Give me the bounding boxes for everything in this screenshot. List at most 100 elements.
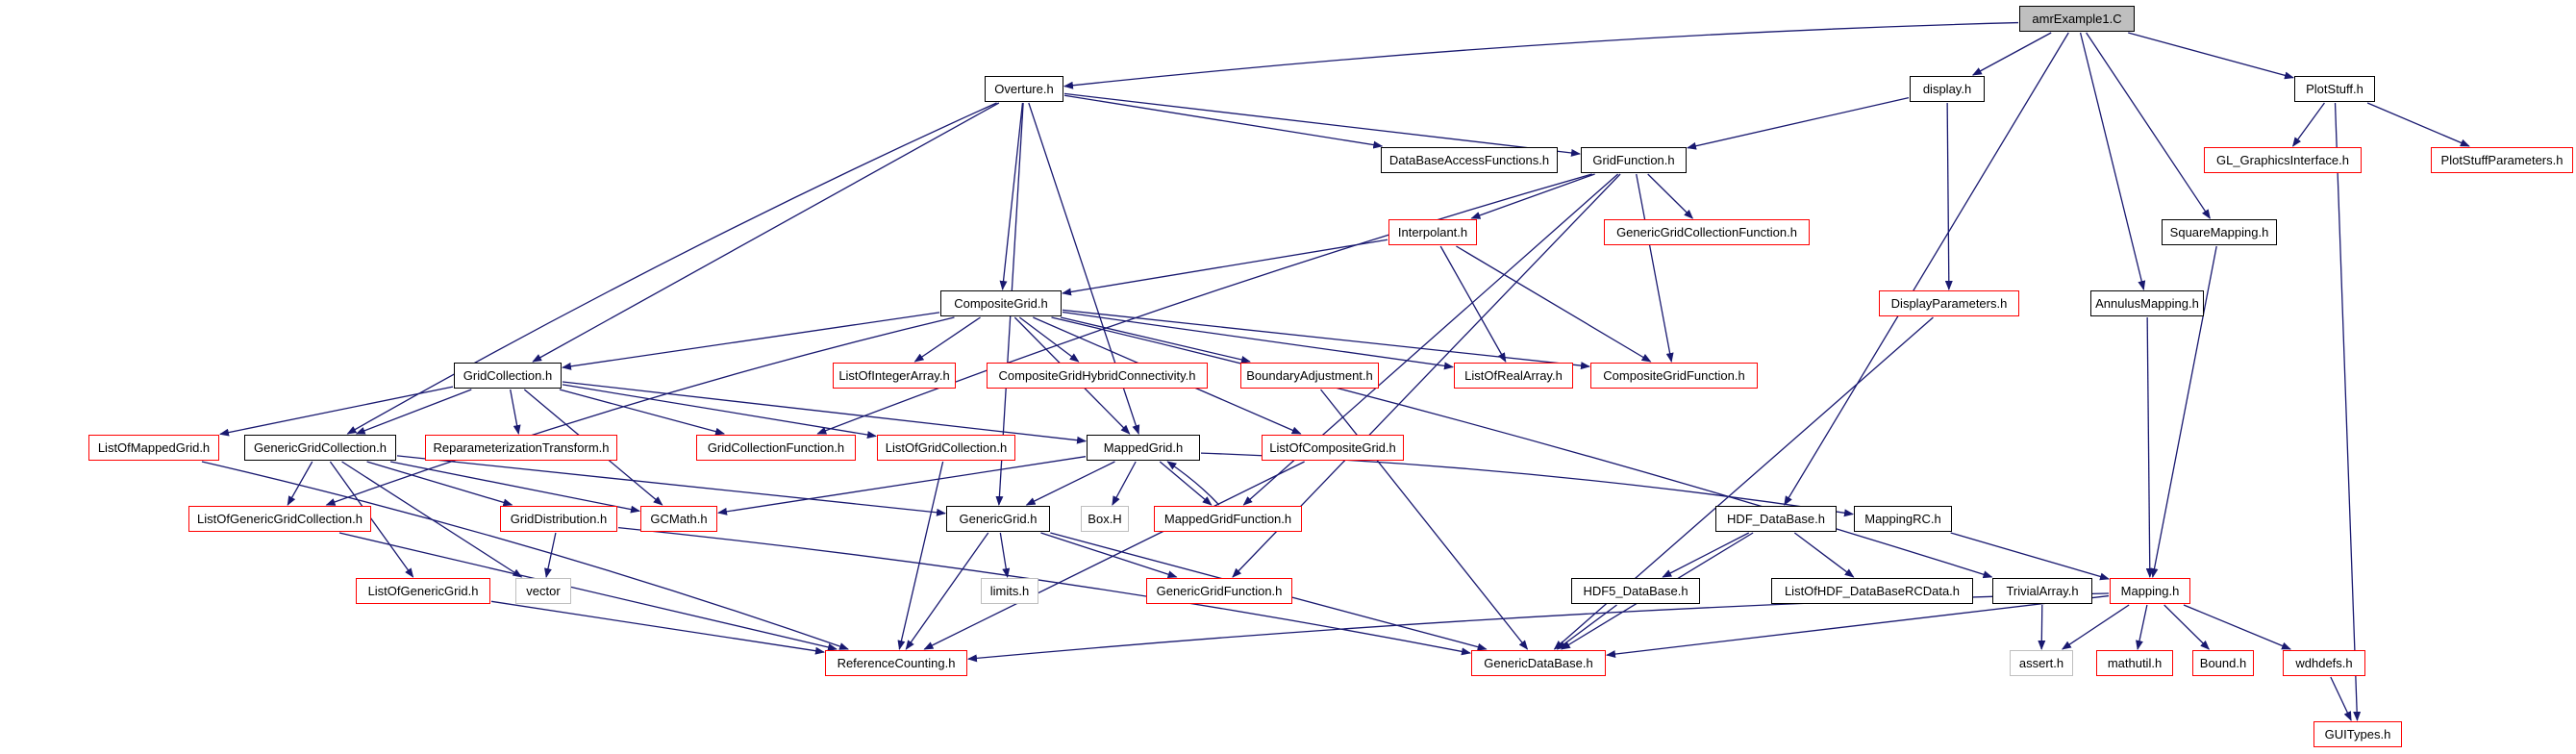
edge-gridfunction-to-ggcollfunc [1647, 173, 1694, 219]
edge-overture-to-dbaccess [1063, 94, 1384, 149]
node-boxh: Box.H [1081, 506, 1129, 532]
node-interpolant[interactable]: Interpolant.h [1388, 219, 1477, 245]
edge-plotstuff-to-guitypes [2334, 102, 2362, 721]
edge-hdf5db-to-gdb [1556, 604, 1617, 650]
node-mapping[interactable]: Mapping.h [2110, 578, 2190, 604]
node-logg[interactable]: ListOfGenericGrid.h [356, 578, 490, 604]
node-trivialarray[interactable]: TrivialArray.h [1992, 578, 2092, 604]
node-refcount[interactable]: ReferenceCounting.h [825, 650, 967, 676]
edge-mapping-to-gdb [1606, 594, 2110, 659]
edge-loggc-to-refcount [338, 532, 838, 651]
node-logc[interactable]: ListOfGridCollection.h [877, 435, 1015, 461]
node-loia[interactable]: ListOfIntegerArray.h [833, 363, 956, 389]
edge-display-to-gridfunction [1687, 96, 1910, 150]
node-lomg[interactable]: ListOfMappedGrid.h [88, 435, 219, 461]
node-gdb[interactable]: GenericDataBase.h [1471, 650, 1606, 676]
edge-gridcollection-to-ggc [355, 389, 472, 435]
node-display[interactable]: display.h [1910, 76, 1985, 102]
node-lora[interactable]: ListOfRealArray.h [1454, 363, 1573, 389]
edge-mappedgrid-to-mgfunc [1159, 461, 1213, 506]
edge-mgfunc-to-mappedgrid [1166, 461, 1220, 506]
node-wdhdefs[interactable]: wdhdefs.h [2283, 650, 2365, 676]
node-boundaryadj[interactable]: BoundaryAdjustment.h [1240, 363, 1379, 389]
node-gridfunction[interactable]: GridFunction.h [1581, 147, 1687, 173]
node-lohdf[interactable]: ListOfHDF_DataBaseRCData.h [1771, 578, 1973, 604]
edge-lomg-to-refcount [201, 461, 849, 650]
edge-compositegrid-to-loggc [325, 316, 955, 506]
edge-root-to-overture [1063, 21, 2019, 89]
node-compositegrid[interactable]: CompositeGrid.h [940, 290, 1062, 316]
node-gridcollection[interactable]: GridCollection.h [454, 363, 562, 389]
node-mappingrc[interactable]: MappingRC.h [1854, 506, 1952, 532]
edge-hdfdb-to-lohdf [1793, 532, 1855, 578]
edge-mappedgrid-to-boxh [1112, 461, 1137, 506]
node-root: amrExample1.C [2019, 6, 2135, 32]
edge-compositegrid-to-cgfunc [1062, 309, 1590, 370]
edge-ggc-to-loggc [287, 461, 313, 506]
node-bound[interactable]: Bound.h [2192, 650, 2254, 676]
node-ggc[interactable]: GenericGridCollection.h [244, 435, 396, 461]
node-ggfunc[interactable]: GenericGridFunction.h [1146, 578, 1292, 604]
node-mathutil[interactable]: mathutil.h [2096, 650, 2173, 676]
edge-locg-to-refcount [923, 461, 1305, 650]
edge-logc-to-refcount [897, 461, 944, 650]
node-squaremapping[interactable]: SquareMapping.h [2162, 219, 2277, 245]
edge-overture-to-gridfunction [1063, 92, 1581, 157]
node-ggcollfunc[interactable]: GenericGridCollectionFunction.h [1604, 219, 1810, 245]
node-plotparams[interactable]: PlotStuffParameters.h [2431, 147, 2573, 173]
node-cgfunc[interactable]: CompositeGridFunction.h [1590, 363, 1758, 389]
node-hdfdb[interactable]: HDF_DataBase.h [1715, 506, 1837, 532]
node-gcfunc[interactable]: GridCollectionFunction.h [696, 435, 856, 461]
node-overture[interactable]: Overture.h [985, 76, 1063, 102]
edge-genericgrid-to-ggfunc [1040, 532, 1178, 579]
node-genericgrid[interactable]: GenericGrid.h [946, 506, 1050, 532]
edge-griddist-to-vector [544, 532, 557, 578]
edge-gridfunction-to-cgfunc [1636, 173, 1674, 363]
edge-overture-to-mappedgrid [1028, 102, 1140, 435]
node-hdf5db[interactable]: HDF5_DataBase.h [1571, 578, 1700, 604]
edge-ggc-to-gcmath [389, 461, 640, 514]
edge-root-to-hdfdb [1784, 32, 2069, 506]
edge-display-to-displayparams [1944, 102, 1953, 290]
edge-compositegrid-to-loia [913, 316, 981, 363]
node-displayparams[interactable]: DisplayParameters.h [1879, 290, 2019, 316]
edge-gridcollection-to-lomg [219, 386, 454, 437]
node-dbaccess[interactable]: DataBaseAccessFunctions.h [1381, 147, 1558, 173]
edge-gridcollection-to-reparam [510, 389, 521, 435]
node-griddist[interactable]: GridDistribution.h [500, 506, 617, 532]
edge-ggc-to-vector [341, 461, 523, 578]
edge-root-to-squaremapping [2086, 32, 2211, 219]
edge-wdhdefs-to-guitypes [2330, 676, 2352, 721]
edge-mapping-to-wdhdefs [2183, 604, 2291, 650]
node-glgi[interactable]: GL_GraphicsInterface.h [2204, 147, 2362, 173]
edge-compositegrid-to-cghc [1018, 316, 1080, 363]
node-reparam[interactable]: ReparameterizationTransform.h [425, 435, 617, 461]
edge-interpolant-to-lora [1439, 245, 1507, 363]
node-mgfunc[interactable]: MappedGridFunction.h [1154, 506, 1302, 532]
node-gcmath[interactable]: GCMath.h [640, 506, 717, 532]
edge-gridfunction-to-gcfunc [816, 173, 1592, 435]
node-vector: vector [515, 578, 571, 604]
edge-overture-to-gridcollection [532, 102, 1000, 363]
edge-mapping-to-assert [2062, 604, 2130, 650]
edge-trivialarray-to-assert [2038, 604, 2046, 650]
node-cghc[interactable]: CompositeGridHybridConnectivity.h [987, 363, 1208, 389]
edge-ggc-to-genericgrid [396, 455, 946, 516]
edge-overture-to-compositegrid [999, 102, 1024, 290]
edge-interpolant-to-compositegrid [1062, 239, 1388, 296]
node-plotstuff[interactable]: PlotStuff.h [2294, 76, 2375, 102]
edge-root-to-annulus [2079, 32, 2146, 290]
edge-interpolant-to-cgfunc [1456, 245, 1652, 363]
edge-compositegrid-to-lora [1062, 311, 1454, 370]
edge-ggc-to-logg [329, 461, 414, 578]
edge-hdfdb-to-hdf5db [1662, 532, 1750, 578]
edge-compositegrid-to-gridcollection [562, 312, 940, 370]
edge-genericgrid-to-refcount [905, 532, 989, 650]
node-locg[interactable]: ListOfCompositeGrid.h [1262, 435, 1404, 461]
node-annulus[interactable]: AnnulusMapping.h [2090, 290, 2204, 316]
node-guitypes[interactable]: GUITypes.h [2313, 721, 2402, 747]
edge-annulus-to-mapping [2145, 316, 2154, 578]
edge-mappedgrid-to-gcmath [717, 456, 1087, 515]
node-mappedgrid[interactable]: MappedGrid.h [1087, 435, 1200, 461]
node-loggc[interactable]: ListOfGenericGridCollection.h [188, 506, 371, 532]
